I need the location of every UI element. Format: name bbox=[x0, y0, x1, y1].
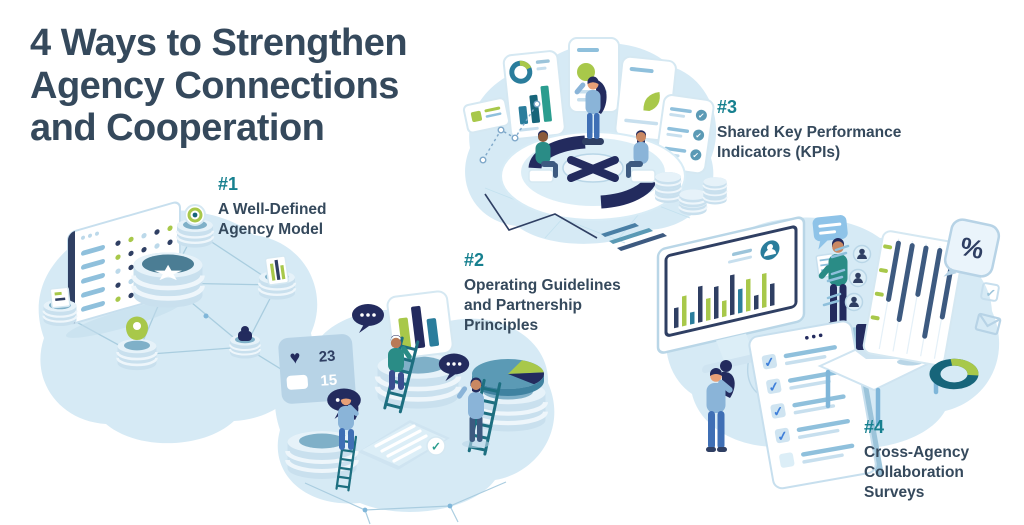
monitor-bar-chart bbox=[674, 272, 775, 329]
social-metrics-card: ♥ 23 15 bbox=[278, 334, 357, 479]
hanging-bars bbox=[886, 240, 957, 339]
network-node-archive bbox=[229, 326, 261, 360]
bar-chart-platform bbox=[378, 290, 459, 408]
dashboard-panel-donut bbox=[502, 50, 566, 140]
network-node-location bbox=[116, 316, 158, 372]
check-square-icon: ✓ bbox=[980, 282, 1000, 302]
heart-icon: ♥ bbox=[289, 347, 301, 368]
item-4-number: #4 bbox=[864, 417, 885, 437]
mini-card bbox=[462, 97, 510, 134]
archive-icon bbox=[238, 331, 252, 341]
illustration-collaboration-surveys: ✓ ✓ ✓ ✓ bbox=[656, 215, 1002, 490]
slanted-bars bbox=[601, 223, 667, 251]
item-label-4: #4 Cross-Agency Collaboration Surveys bbox=[864, 417, 969, 502]
message-bubble-icon bbox=[812, 215, 848, 250]
dashboard-panel-center bbox=[568, 37, 620, 113]
green-blob-icon bbox=[577, 63, 595, 81]
title-line-1: 4 Ways to Strengthen bbox=[30, 22, 408, 64]
donut-ring-icon bbox=[929, 358, 979, 390]
item-label-2: #2 Operating Guidelines and Partnership … bbox=[464, 250, 621, 335]
monitor bbox=[656, 216, 806, 374]
checklist-rows: ✓ ✓ ✓ ✓ bbox=[761, 345, 855, 468]
survey-respondents-list bbox=[822, 244, 872, 312]
illustration-guidelines-partnership: ♥ 23 15 ✓ bbox=[274, 290, 555, 525]
check-icon: ✓ bbox=[695, 131, 702, 141]
check-icon: ✓ bbox=[985, 285, 997, 301]
item-1-number: #1 bbox=[218, 174, 239, 194]
item-3-caption: Shared Key Performance Indicators (KPIs) bbox=[717, 124, 902, 161]
item-label-3: #3 Shared Key Performance Indicators (KP… bbox=[717, 97, 901, 163]
bar-navy bbox=[411, 305, 426, 349]
green-ticks bbox=[870, 244, 893, 321]
connector-lines bbox=[304, 481, 507, 525]
person-seated-left bbox=[528, 130, 558, 183]
percent-bubble: % bbox=[943, 218, 1001, 278]
donut-chart-icon bbox=[509, 60, 533, 84]
monitor-stand bbox=[716, 333, 754, 361]
bar-chart-panel bbox=[386, 290, 454, 360]
star-icon: ★ bbox=[152, 262, 184, 285]
check-icon: ✓ bbox=[772, 403, 785, 420]
illustration-shared-kpis: ✓ ✓ ✓ bbox=[462, 37, 728, 251]
envelope-icon bbox=[974, 312, 1002, 336]
results-panel bbox=[862, 230, 965, 367]
network-node-server bbox=[42, 286, 78, 328]
green-square-icon bbox=[470, 110, 483, 122]
page-title: 4 Ways to Strengthen Agency Connections … bbox=[30, 22, 408, 150]
document-icon bbox=[264, 255, 290, 286]
server-box-icon bbox=[49, 286, 71, 309]
check-badge-icon: ✓ bbox=[431, 440, 441, 454]
check-icon: ✓ bbox=[763, 354, 776, 371]
comments-count: 15 bbox=[320, 372, 338, 390]
likes-count: 23 bbox=[318, 348, 336, 366]
item-2-number: #2 bbox=[464, 250, 485, 270]
illustration-agency-network: ★ bbox=[38, 201, 324, 444]
item-4-caption: Cross-Agency Collaboration Surveys bbox=[864, 444, 970, 501]
bar-blue bbox=[426, 318, 440, 347]
item-3-number: #3 bbox=[717, 97, 738, 117]
person-presenter bbox=[574, 76, 607, 145]
check-icon: ✓ bbox=[698, 111, 705, 121]
network-node-document bbox=[257, 255, 297, 301]
comment-bubble-icon bbox=[286, 374, 309, 390]
check-rows: ✓ ✓ ✓ bbox=[663, 107, 707, 161]
zigzag-line-chart bbox=[484, 193, 598, 239]
person-gesturing bbox=[456, 377, 490, 448]
network-hub-star: ★ bbox=[134, 252, 203, 307]
title-line-3: and Cooperation bbox=[30, 107, 325, 150]
edge-dot bbox=[203, 313, 209, 319]
check-icon: ✓ bbox=[692, 150, 699, 160]
network-node-target bbox=[175, 204, 215, 249]
leaf-shape-icon bbox=[643, 92, 660, 112]
check-icon: ✓ bbox=[767, 378, 780, 395]
agreement-document: ✓ bbox=[358, 420, 450, 470]
item-2-caption: Operating Guidelines and Partnership Pri… bbox=[464, 277, 621, 334]
person-pointing-at-board bbox=[706, 360, 735, 452]
item-label-1: #1 A Well-Defined Agency Model bbox=[218, 174, 327, 240]
person-climbing bbox=[388, 334, 412, 390]
check-icon: ✓ bbox=[776, 428, 789, 445]
person-seated-right bbox=[626, 130, 656, 183]
item-1-caption: A Well-Defined Agency Model bbox=[218, 201, 327, 238]
person-on-stepladder bbox=[335, 392, 359, 492]
dotted-trend-line bbox=[479, 100, 541, 164]
title-line-2: Agency Connections bbox=[30, 64, 399, 107]
